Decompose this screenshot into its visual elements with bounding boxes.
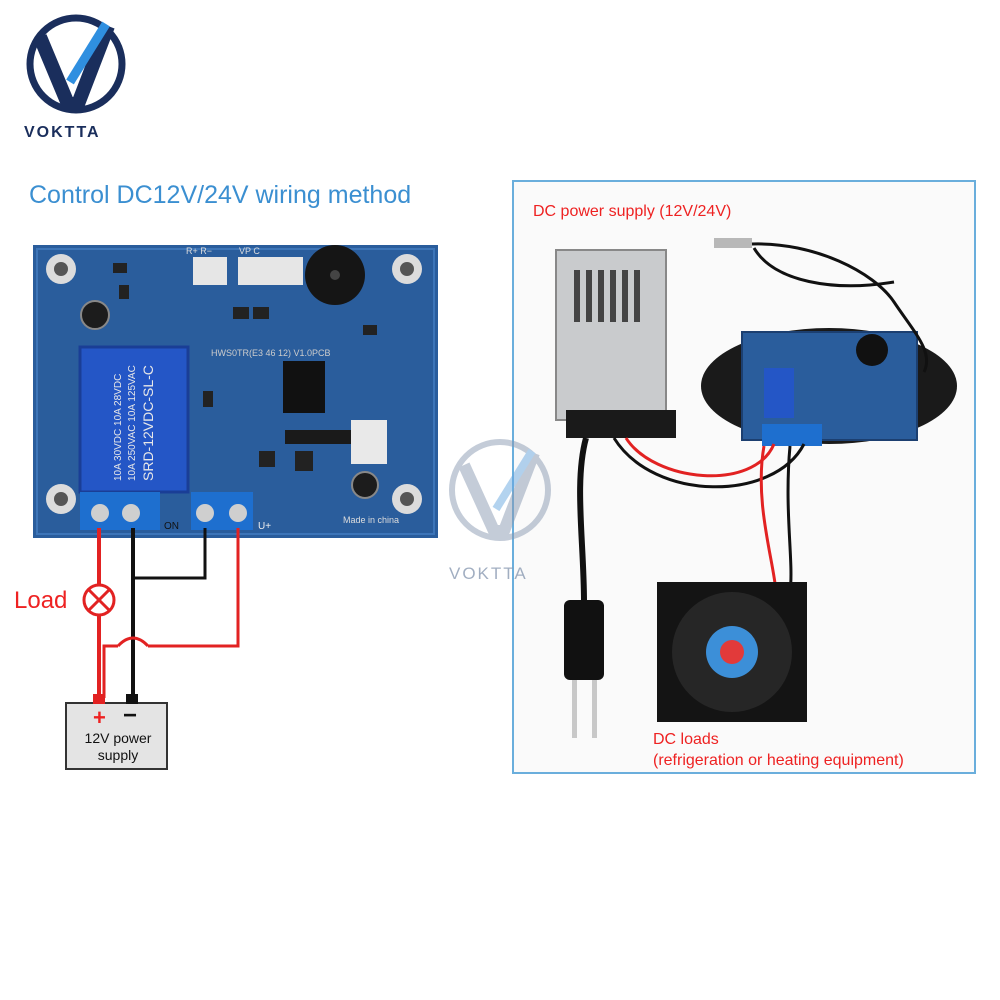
- mount-holes: [46, 254, 422, 514]
- logo-text: VOKTTA: [24, 124, 101, 141]
- red-wire-supply: [148, 528, 240, 648]
- diagram-title: Control DC12V/24V wiring method: [29, 181, 412, 209]
- relay: [78, 345, 190, 494]
- psu-plus: +: [93, 705, 106, 730]
- svg-text:ON: ON: [164, 521, 179, 532]
- dc-power-supply-label: DC power supply (12V/24V): [533, 203, 732, 220]
- dc-loads-description: (refrigeration or heating equipment): [653, 752, 904, 769]
- svg-text:10A 30VDC 10A 28VDC: 10A 30VDC 10A 28VDC: [113, 374, 124, 481]
- psu-label: 12V power supply: [84, 730, 152, 763]
- product-photo: [555, 238, 957, 738]
- cooling-fan: [657, 582, 807, 722]
- psu-box: [65, 702, 168, 770]
- svg-text:R+ R−: R+ R−: [186, 246, 212, 256]
- ic-chip: [283, 361, 325, 413]
- watermark-text: VOKTTA: [449, 564, 528, 583]
- psu-minus: −: [123, 702, 138, 729]
- watermark-logo: [449, 439, 551, 541]
- relay-board: SRD-12VDC-SL-C 10A 250VAC 10A 125VAC 10A…: [33, 245, 438, 538]
- svg-text:Made in china: Made in china: [343, 515, 399, 525]
- photo-panel: [512, 180, 976, 774]
- power-supply-unit: [555, 249, 676, 438]
- controller-module: [701, 328, 957, 446]
- voktta-logo: [26, 14, 126, 114]
- capacitor: [80, 300, 110, 330]
- power-plug: [564, 600, 604, 738]
- load-label: Load: [14, 587, 68, 614]
- dc-loads-label: DC loads: [653, 731, 719, 748]
- svg-text:10A 250VAC 10A 125VAC: 10A 250VAC 10A 125VAC: [127, 365, 138, 481]
- model-text: HWS0TR(E3 46 12) V1.0PCB: [211, 348, 331, 358]
- relay-label: SRD-12VDC-SL-C: [140, 365, 156, 481]
- svg-text:U+: U+: [258, 521, 271, 532]
- svg-text:VP C: VP C: [239, 246, 260, 256]
- wiring-lines: [65, 528, 240, 770]
